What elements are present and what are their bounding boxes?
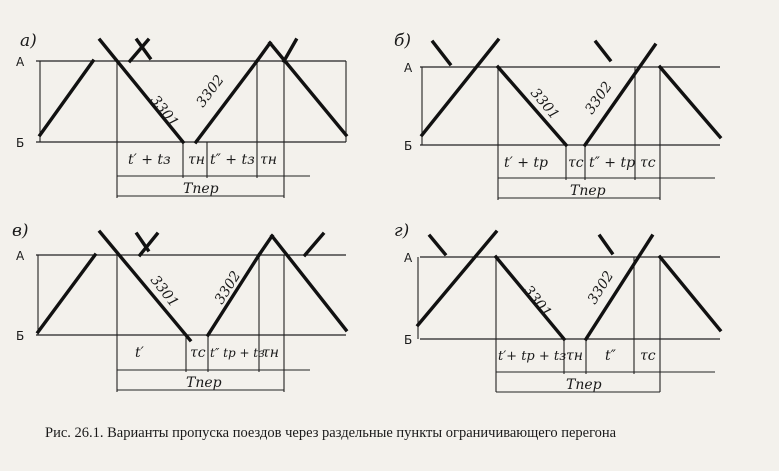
panel-d-train-label-even: 3302 [585, 268, 617, 307]
panel-d: г) А Б 3301 3302 t′+ tр + tз τн t″ τс Tп… [394, 221, 723, 393]
panel-b-station-top: А [404, 61, 413, 75]
panel-d-train-3301 [493, 254, 567, 342]
panel-a-train-line [134, 37, 153, 61]
panel-d-station-bottom: Б [404, 333, 412, 347]
panel-d-label: г) [394, 221, 409, 241]
panel-d-train-line [597, 233, 615, 256]
panel-c-station-bottom: Б [16, 329, 24, 343]
panel-a-segment-4: τн [260, 152, 277, 168]
panel-d-segment-4: τс [640, 348, 656, 364]
panel-c-train-line [269, 233, 349, 333]
panel-c-train-line [137, 231, 160, 258]
panel-c-train-line [35, 252, 98, 335]
panel-a-train-line [281, 37, 299, 64]
panel-c-label: в) [12, 221, 29, 241]
panel-b-train-3302 [582, 42, 658, 148]
panel-b-train-line [593, 39, 613, 63]
panel-a-segment-1: t′ + tз [128, 152, 171, 168]
panel-c-train-label-odd: 3301 [147, 273, 182, 311]
panel-a-train-line [254, 40, 273, 64]
panel-d-train-line [657, 254, 723, 333]
panel-a-train-line [267, 40, 349, 138]
panel-b-train-line [657, 64, 723, 140]
panel-a-station-bottom: Б [16, 136, 24, 150]
panel-c-station-top: А [16, 249, 25, 263]
panel-c-train-line [256, 233, 275, 258]
panel-d-train-line [415, 229, 499, 328]
panel-d-station-top: А [404, 251, 413, 265]
panel-a-segment-3: t″ + tз [210, 152, 255, 168]
panel-a-train-3302 [193, 58, 260, 145]
panel-c-segment-3: t″ tр + tз [210, 346, 265, 360]
panel-c-train-3302 [205, 252, 262, 338]
panel-b-station-bottom: Б [404, 139, 412, 153]
panel-c-segment-1: t′ [135, 345, 145, 361]
panel-d-segment-1: t′+ tр + tз [498, 349, 566, 364]
panel-a-period: Tпер [183, 181, 219, 197]
panel-b-period: Tпер [570, 183, 606, 199]
panel-d-train-label-odd: 3301 [520, 283, 555, 321]
panel-d-train-line [427, 233, 448, 257]
panel-b-train-label-even: 3302 [582, 79, 616, 117]
panel-a: а) А Б 3301 3302 t′ + tз τн t″ + tз τн T… [16, 31, 349, 198]
panel-b-train-line [419, 37, 501, 138]
panel-a-label: а) [20, 31, 37, 51]
panel-b-segment-4: τс [640, 155, 656, 171]
panel-c-segment-4: τн [262, 345, 279, 361]
panel-b-train-3301 [495, 64, 569, 148]
panel-a-station-top: А [16, 55, 25, 69]
panel-c-segment-2: τс [190, 345, 206, 361]
panel-b-train-line [430, 39, 453, 67]
figure-caption: Рис. 26.1. Варианты пропуска поездов чер… [45, 425, 617, 441]
train-schedule-figure: а) А Б 3301 3302 t′ + tз τн t″ + tз τн T… [12, 31, 723, 393]
panel-a-train-line [37, 58, 96, 138]
panel-b-segment-2: τс [568, 155, 584, 171]
panel-a-train-label-odd: 3301 [147, 93, 182, 131]
panel-b: б) А Б 3301 3302 t′ + tр τс t″ + tр τс T… [394, 31, 723, 200]
panel-d-period: Tпер [566, 377, 602, 393]
panel-a-train-3301 [97, 37, 186, 145]
panel-c-train-line [302, 231, 326, 258]
panel-a-train-line [127, 37, 151, 64]
panel-c-train-3301 [97, 229, 193, 343]
panel-a-segment-2: τн [188, 152, 205, 168]
panel-d-train-3302 [583, 233, 655, 342]
panel-b-segment-3: t″ + tр [589, 155, 635, 171]
panel-d-segment-3: t″ [605, 348, 617, 364]
panel-b-label: б) [394, 31, 411, 51]
panel-c-period: Tпер [186, 375, 222, 391]
panel-c: в) А Б 3301 3302 t′ τс t″ tр + tз τн Tпе… [12, 221, 349, 392]
panel-d-segment-2: τн [566, 348, 583, 364]
panel-b-segment-1: t′ + tр [504, 155, 548, 171]
